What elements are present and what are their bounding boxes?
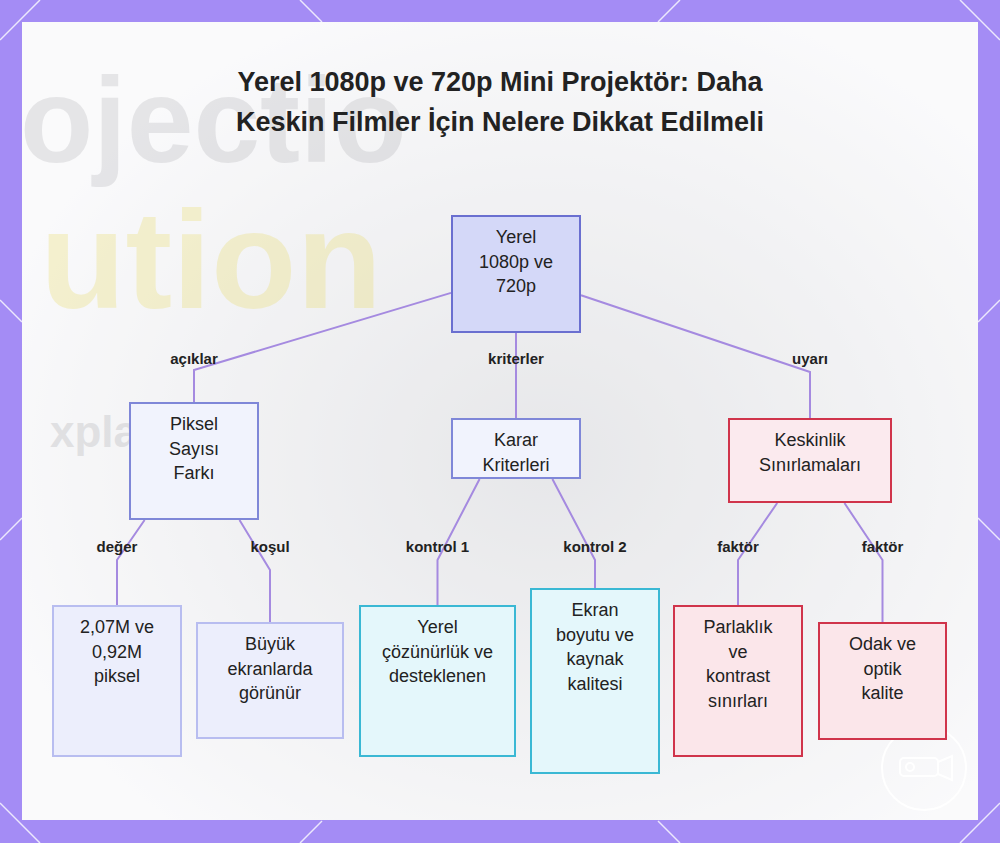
concept-box: Yerel çözünürlük ve desteklenen bbox=[359, 605, 516, 757]
box-text: Yerel 1080p ve 720p bbox=[473, 225, 559, 299]
box-text: Karar Kriterleri bbox=[473, 428, 559, 477]
connector-line bbox=[515, 333, 517, 418]
connector-line bbox=[581, 295, 810, 418]
connector-line bbox=[844, 503, 882, 622]
concept-box: Keskinlik Sınırlamaları bbox=[728, 418, 892, 503]
box-text: Keskinlik Sınırlamaları bbox=[750, 428, 870, 477]
connector-line bbox=[194, 293, 451, 402]
edge-label: koşul bbox=[250, 538, 289, 555]
box-text: Odak ve optik kalite bbox=[840, 632, 925, 706]
edge-label: açıklar bbox=[170, 350, 218, 367]
concept-box: Parlaklık ve kontrast sınırları bbox=[673, 605, 803, 757]
connector-line bbox=[240, 520, 271, 622]
edge-label: kontrol 1 bbox=[406, 538, 469, 555]
connector-line bbox=[117, 520, 145, 605]
diagram-title: Yerel 1080p ve 720p Mini Projektör: Daha… bbox=[210, 62, 790, 142]
concept-box: 2,07M ve 0,92M piksel bbox=[52, 605, 182, 757]
edge-label: faktör bbox=[862, 538, 904, 555]
concept-box: Karar Kriterleri bbox=[451, 418, 581, 479]
edge-label: kriterler bbox=[488, 350, 544, 367]
box-text: 2,07M ve 0,92M piksel bbox=[74, 615, 160, 689]
edge-label: faktör bbox=[717, 538, 759, 555]
concept-box: Yerel 1080p ve 720p bbox=[451, 215, 581, 333]
edge-label: kontrol 2 bbox=[563, 538, 626, 555]
edge-label: uyarı bbox=[792, 350, 828, 367]
concept-box: Ekran boyutu ve kaynak kalitesi bbox=[530, 588, 660, 774]
connector-line bbox=[552, 479, 595, 588]
box-text: Yerel çözünürlük ve desteklenen bbox=[381, 615, 494, 689]
concept-box: Büyük ekranlarda görünür bbox=[196, 622, 344, 739]
watermark-text: ution bbox=[40, 190, 382, 330]
box-text: Ekran boyutu ve kaynak kalitesi bbox=[552, 598, 638, 696]
concept-box: Odak ve optik kalite bbox=[818, 622, 947, 740]
concept-box: Piksel Sayısı Farkı bbox=[129, 402, 259, 520]
edge-label: değer bbox=[97, 538, 138, 555]
box-text: Piksel Sayısı Farkı bbox=[151, 412, 237, 486]
box-text: Parlaklık ve kontrast sınırları bbox=[695, 615, 781, 713]
box-text: Büyük ekranlarda görünür bbox=[218, 632, 322, 706]
